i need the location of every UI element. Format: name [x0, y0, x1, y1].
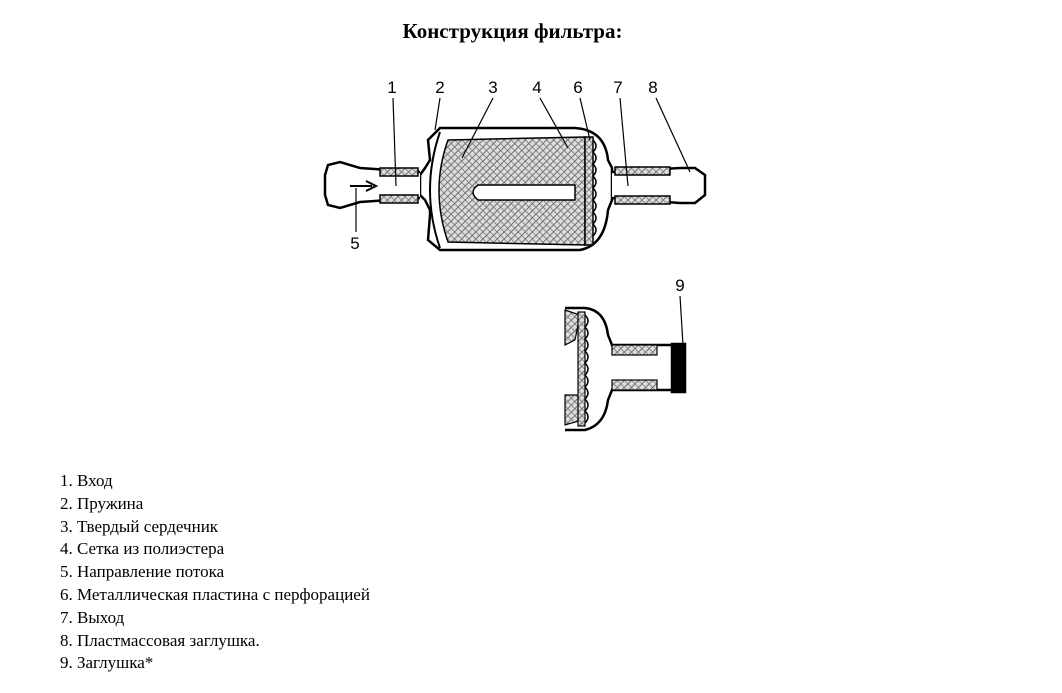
perforated-plate — [584, 136, 594, 246]
legend-item: 5. Направление потока — [60, 562, 225, 582]
legend-item: 8. Пластмассовая заглушка. — [60, 630, 260, 650]
filter-core — [438, 136, 586, 246]
legend-item: 9. Заглушка* — [60, 653, 154, 673]
end-cap — [670, 342, 687, 394]
flow-arrow-icon — [350, 180, 379, 192]
callout-8: 8 — [648, 78, 657, 97]
callout-9: 9 — [675, 276, 684, 295]
callout-7: 7 — [613, 78, 622, 97]
outlet-pipe — [611, 166, 707, 205]
legend-item: 4. Сетка из полиэстера — [60, 539, 225, 559]
callout-1: 1 — [387, 78, 396, 97]
legend-item: 6. Металлическая пластина с перфорацией — [60, 584, 370, 604]
plug-detail — [564, 306, 687, 432]
callout-2: 2 — [435, 78, 444, 97]
callout-6: 6 — [573, 78, 582, 97]
legend-item: 7. Выход — [60, 607, 125, 627]
callout-3: 3 — [488, 78, 497, 97]
parts-legend: 1. Вход 2. Пружина 3. Твердый сердечник … — [60, 470, 370, 675]
legend-item: 1. Вход — [60, 471, 113, 490]
legend-item: 2. Пружина — [60, 493, 144, 513]
callout-4: 4 — [532, 78, 541, 97]
callout-5: 5 — [350, 234, 359, 253]
page-title: Конструкция фильтра: — [402, 19, 623, 43]
legend-item: 3. Твердый сердечник — [60, 516, 219, 536]
